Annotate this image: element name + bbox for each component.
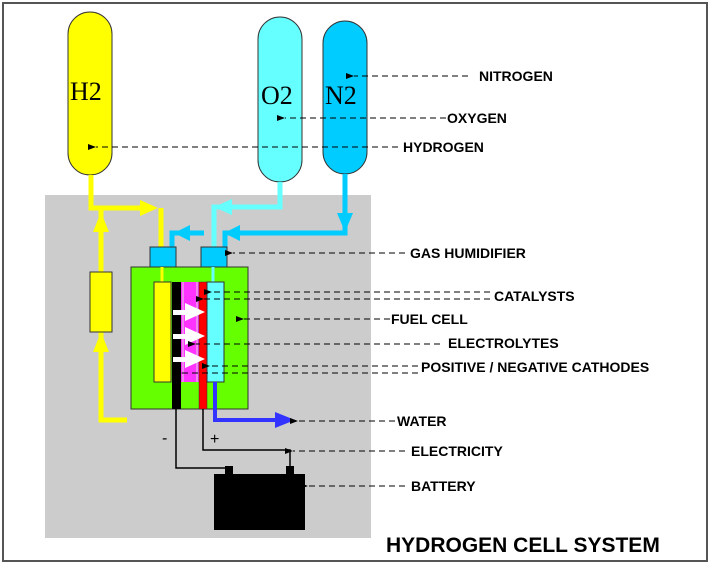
label-water: WATER [397, 413, 447, 429]
label-hydrogen: HYDROGEN [403, 139, 484, 155]
water-flow-arrow [275, 412, 295, 428]
battery-terminal-positive [286, 466, 294, 475]
hydrogen-flow-arrow [140, 200, 158, 216]
positive-plate [198, 281, 208, 410]
label-battery: BATTERY [411, 478, 476, 494]
nitrogen-flow-arrow-down [337, 213, 353, 232]
oxygen-flow-arrow [214, 199, 232, 215]
label-cathodes: POSITIVE / NEGATIVE CATHODES [421, 359, 649, 375]
battery-terminal-negative [225, 466, 233, 475]
label-fuel-cell: FUEL CELL [391, 311, 468, 327]
diagram-title: HYDROGEN CELL SYSTEM [386, 534, 660, 557]
label-electrolytes: ELECTROLYTES [448, 335, 559, 351]
nitrogen-tank-label: N2 [325, 81, 357, 110]
cathode-chamber [206, 281, 225, 383]
nitrogen-flow-arrow-left [224, 225, 240, 241]
hydrogen-recirc-arrow-up2 [93, 332, 109, 352]
oxygen-supply-line [211, 182, 283, 250]
nitrogen-supply-line [169, 174, 348, 250]
hydrogen-tank-label: H2 [70, 77, 102, 106]
label-nitrogen: NITROGEN [479, 68, 553, 84]
water-outlet-line [213, 382, 285, 422]
battery [214, 474, 305, 530]
hydrogen-recirculator [89, 271, 113, 333]
label-catalysts: CATALYSTS [494, 288, 575, 304]
negative-plate [172, 282, 181, 409]
label-gas-humidifier: GAS HUMIDIFIER [410, 245, 526, 261]
anode-chamber [153, 281, 172, 383]
callout-lines [88, 73, 490, 489]
positive-terminal-sign: + [210, 431, 219, 448]
gas-humidifier-left [149, 246, 177, 268]
nitrogen-flow-arrow-left2 [174, 225, 190, 241]
label-electricity: ELECTRICITY [411, 443, 503, 459]
label-oxygen: OXYGEN [447, 110, 507, 126]
negative-terminal-sign: - [162, 430, 167, 447]
gas-humidifier-right [200, 246, 228, 268]
oxygen-tank-label: O2 [261, 81, 293, 110]
ion-flow-arrows [173, 303, 205, 368]
hydrogen-recirc-arrow-up [93, 212, 109, 232]
